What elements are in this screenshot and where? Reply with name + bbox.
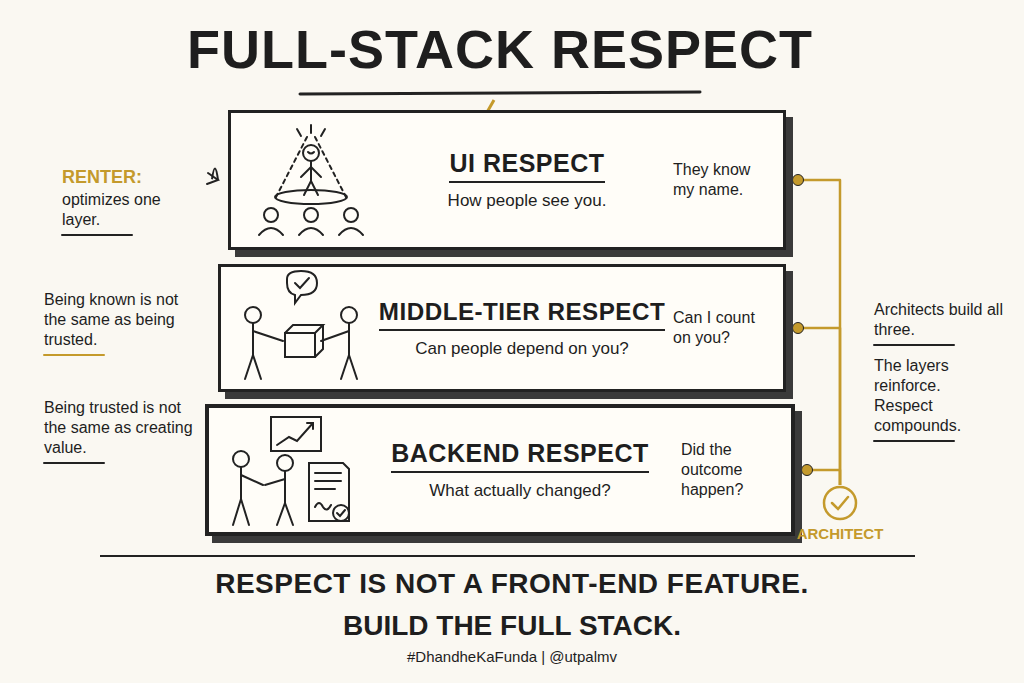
layer-slab: BACKEND RESPECT What actually changed? Did… — [205, 404, 795, 536]
note-text: Architects build all three. — [874, 300, 1004, 340]
bracket-connector — [795, 465, 840, 486]
architect-badge: ARCHITECT — [785, 484, 895, 542]
connector-dot — [793, 323, 804, 334]
layer-heading-wrap: UI RESPECT — [387, 149, 667, 183]
layer-illustration — [219, 411, 359, 529]
connector-dot — [802, 465, 813, 476]
layer-text-column: BACKEND RESPECT What actually changed? — [359, 439, 681, 501]
layer-heading-wrap: BACKEND RESPECT — [365, 439, 675, 473]
accent-underline — [44, 462, 104, 464]
layer-heading-wrap: MIDDLE-TIER RESPECT — [377, 298, 667, 331]
layer-side-note: They know my name. — [673, 160, 769, 200]
layer-question: Can people depend on you? — [377, 339, 667, 359]
connector-dot — [793, 175, 804, 186]
note-text: Being known is not the same as being tru… — [44, 290, 194, 350]
layer-question: What actually changed? — [365, 481, 675, 501]
layer-side-column: Did the outcome happen? — [681, 440, 777, 500]
layer-slab: UI RESPECT How people see you. They know m… — [228, 110, 786, 250]
layer-side-note: Can I count on you? — [673, 308, 769, 348]
layer-side-column: They know my name. — [673, 160, 769, 200]
accent-underline — [874, 344, 954, 346]
note-text: RENTER: — [62, 166, 202, 189]
layer-illustration — [241, 121, 381, 239]
title-underline — [300, 92, 700, 94]
badge-label: ARCHITECT — [785, 525, 895, 542]
layer-question: How people see you. — [387, 191, 667, 211]
pointer-arrowhead — [207, 173, 218, 184]
note-text: The layers reinforce. Respect compounds. — [874, 356, 984, 436]
note-text: BUILD THE FULL STACK. — [0, 608, 1024, 643]
layer-slab: MIDDLE-TIER RESPECT Can people depend on … — [218, 264, 786, 392]
caption: RESPECT IS NOT A FRONT-END FEATURE. — [0, 568, 1024, 600]
accent-underline — [44, 354, 104, 356]
check-circle — [821, 484, 859, 522]
accent-underline — [874, 440, 954, 442]
layer-text-column: MIDDLE-TIER RESPECT Can people depend on … — [371, 298, 673, 359]
layer-text-column: UI RESPECT How people see you. — [381, 149, 673, 211]
layer-side-note: Did the outcome happen? — [681, 440, 777, 500]
diagram-title: FULL-STACK RESPECT — [0, 18, 1000, 80]
note-text: Being trusted is not the same as creatin… — [44, 398, 194, 458]
layer-heading: MIDDLE-TIER RESPECT — [379, 298, 665, 331]
layer-illustration — [231, 269, 371, 387]
note-text: #DhandheKaFunda | @utpalmv — [0, 648, 1024, 667]
layer-heading: BACKEND RESPECT — [391, 439, 649, 473]
divider-line — [100, 555, 915, 557]
layer-side-column: Can I count on you? — [673, 308, 769, 348]
accent-underline — [62, 234, 132, 236]
note-text: optimizes one layer. — [62, 190, 162, 230]
layer-heading: UI RESPECT — [449, 149, 604, 183]
